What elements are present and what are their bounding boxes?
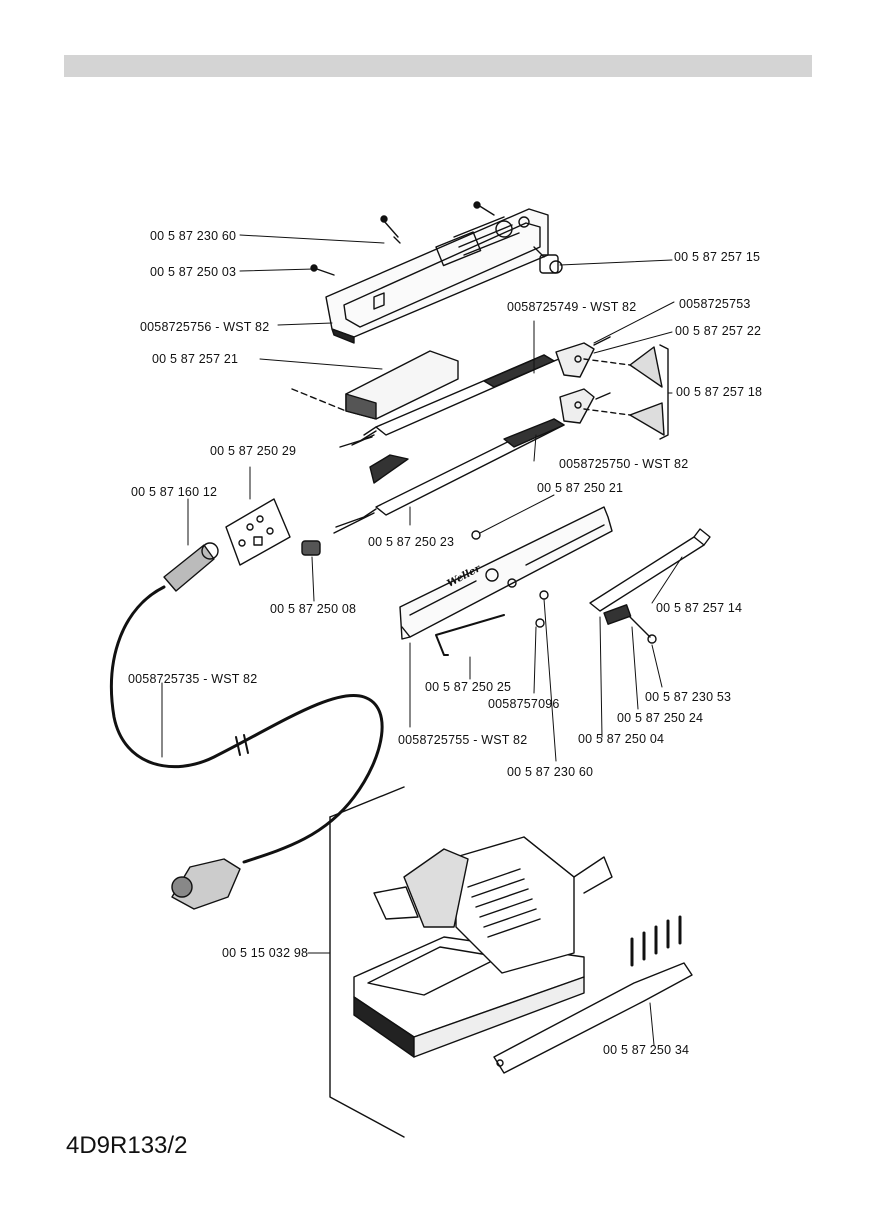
bushing-part [301,540,321,556]
part-label: 00 5 15 032 98 [222,946,309,960]
part-label: 00 5 87 257 22 [675,324,762,338]
hex-key-part [435,614,505,656]
stand-bracket-line [329,816,405,1138]
brush-part [493,915,693,1074]
tweezer-arm-parts [555,336,611,424]
technical-drawing [109,201,711,1138]
header-bar [64,55,812,77]
cable-connector-part [163,542,219,592]
part-label: 0058725755 - WST 82 [398,733,528,747]
part-label: 00 5 87 230 53 [645,690,732,704]
part-label: 00 5 87 250 04 [578,732,665,746]
part-label: 00 5 87 257 14 [656,601,743,615]
part-label: 00 5 87 250 23 [368,535,455,549]
heating-rod-lower [333,418,565,534]
part-label: 0058725735 - WST 82 [128,672,258,686]
part-label: 00 5 87 250 08 [270,602,357,616]
leader-lines [161,234,683,1046]
part-label: 00 5 87 250 25 [425,680,512,694]
knob-part [533,246,563,274]
part-label: 00 5 87 230 60 [150,229,237,243]
small-screw-parts [471,530,657,644]
part-label: 00 5 87 250 24 [617,711,704,725]
transformer-part [291,350,459,420]
part-label: 0058725749 - WST 82 [507,300,637,314]
part-label: 0058725753 [679,297,751,311]
part-label: 00 5 87 250 29 [210,444,297,458]
part-label: 0058725756 - WST 82 [140,320,270,334]
exploded-parts-diagram: Weller [64,97,812,1162]
part-label: 00 5 87 257 15 [674,250,761,264]
cable-part [109,585,384,910]
part-label: 00 5 87 250 21 [537,481,624,495]
stand-part [353,836,613,1058]
top-cover-part [325,208,549,344]
part-label: 00 5 87 257 18 [676,385,763,399]
circuit-board-part [225,498,291,566]
screw-parts [310,201,495,276]
part-label: 0058757096 [488,697,560,711]
document-number: 4D9R133/2 [66,1132,188,1159]
part-label: 00 5 87 160 12 [131,485,218,499]
part-label: 00 5 87 230 60 [507,765,594,779]
tweezer-body-part [399,506,613,640]
tip-parts [583,344,669,440]
part-label: 00 5 87 250 34 [603,1043,690,1057]
part-label: 00 5 87 257 21 [152,352,239,366]
part-label: 0058725750 - WST 82 [559,457,689,471]
part-label: 00 5 87 250 03 [150,265,237,279]
rail-part [589,528,711,625]
